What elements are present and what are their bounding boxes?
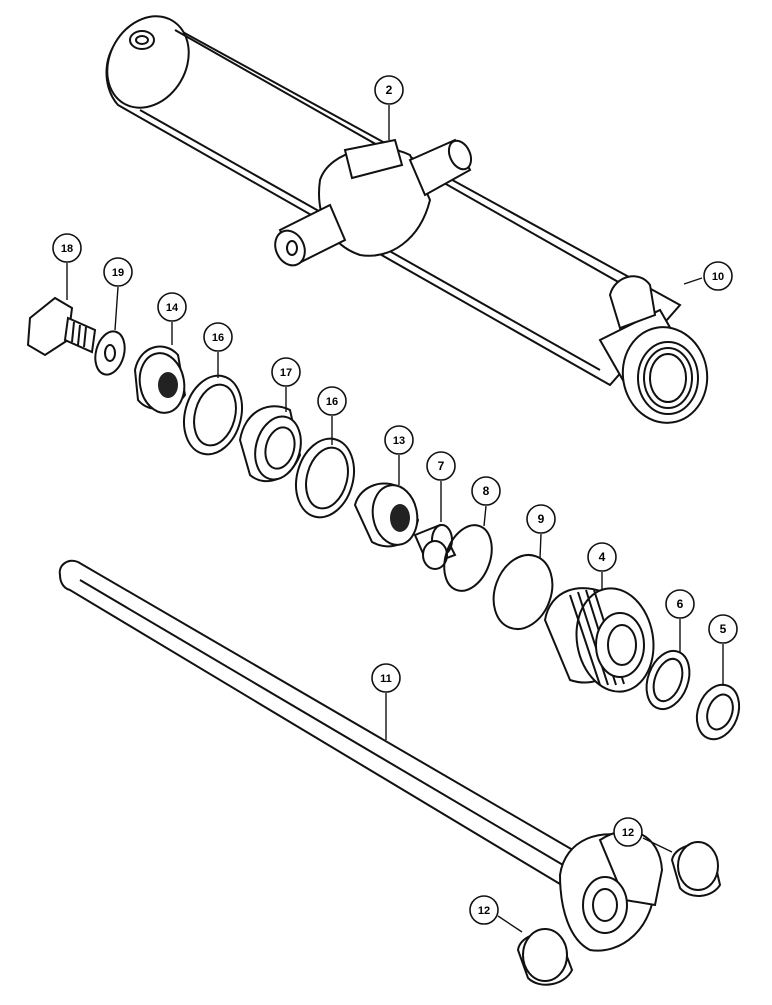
o-ring — [443, 524, 493, 592]
bolt — [26, 296, 97, 357]
callout-circle — [665, 589, 695, 619]
callout-number: 10 — [712, 271, 724, 283]
callout-circle — [469, 895, 499, 925]
callout-number: 18 — [61, 243, 73, 255]
callout-number: 5 — [720, 622, 727, 636]
callout-number: 9 — [538, 512, 545, 526]
callout-c17: 17 — [271, 357, 301, 412]
callout-number: 11 — [380, 673, 392, 685]
wiper — [695, 683, 741, 741]
callout-c16b: 16 — [317, 386, 347, 445]
rod-seal — [645, 649, 691, 711]
seal-16-left — [183, 374, 243, 456]
callout-circle — [384, 425, 414, 455]
callout-circle — [271, 357, 301, 387]
callout-c10: 10 — [683, 261, 733, 291]
callout-c8: 8 — [471, 476, 501, 527]
callout-leader — [683, 277, 703, 285]
callout-circle — [203, 322, 233, 352]
callout-circle — [157, 292, 187, 322]
callout-number: 12 — [478, 905, 490, 917]
callout-number: 16 — [212, 332, 224, 344]
eye-bushing-upper — [670, 841, 722, 897]
callout-c5: 5 — [708, 614, 738, 686]
callout-c9: 9 — [526, 504, 556, 559]
callout-c12a: 12 — [613, 817, 673, 853]
callout-number: 13 — [393, 435, 405, 447]
callout-leader — [642, 837, 673, 853]
callout-leader — [497, 915, 523, 933]
piston-rod — [58, 559, 664, 952]
callout-number: 4 — [599, 550, 606, 564]
callout-circle — [52, 233, 82, 263]
callout-c18: 18 — [52, 233, 82, 300]
callout-number: 7 — [438, 459, 445, 473]
callout-circle — [374, 75, 404, 105]
callout-circle — [371, 663, 401, 693]
callout-circle — [587, 542, 617, 572]
callout-circle — [526, 504, 556, 534]
callout-circle — [708, 614, 738, 644]
callout-number: 14 — [166, 302, 179, 314]
callout-number: 8 — [483, 484, 490, 498]
washer — [94, 330, 126, 376]
callout-circle — [426, 451, 456, 481]
spacer — [133, 345, 187, 414]
callout-c13: 13 — [384, 425, 414, 485]
seal-16-right — [295, 437, 355, 519]
wear-ring — [238, 405, 302, 483]
callout-leader — [539, 533, 542, 559]
callout-leader — [114, 286, 119, 331]
callout-c12b: 12 — [469, 895, 523, 933]
callout-number: 19 — [112, 267, 124, 279]
callout-number: 2 — [386, 83, 393, 97]
gland — [543, 587, 655, 693]
callout-circle — [317, 386, 347, 416]
callout-number: 6 — [677, 597, 684, 611]
callout-c14: 14 — [157, 292, 187, 345]
callout-c19: 19 — [103, 257, 133, 331]
cylinder-tube — [105, 15, 709, 424]
callout-number: 17 — [280, 367, 292, 379]
callout-number: 12 — [622, 827, 634, 839]
callout-group: 2 10 18 19 14 16 17 16 13 7 8 9 4 6 5 11 12 12 — [52, 75, 738, 933]
callout-circle — [703, 261, 733, 291]
callout-number: 16 — [326, 396, 338, 408]
callout-c4: 4 — [587, 542, 617, 590]
piston — [353, 482, 420, 548]
callout-circle — [103, 257, 133, 287]
callout-leader — [483, 505, 487, 527]
backup-ring — [492, 554, 554, 630]
callout-c6: 6 — [665, 589, 695, 652]
callout-c11: 11 — [371, 663, 401, 740]
callout-circle — [613, 817, 643, 847]
callout-circle — [471, 476, 501, 506]
callout-c7: 7 — [426, 451, 456, 522]
eye-bushing-lower — [516, 928, 574, 986]
callout-c16a: 16 — [203, 322, 233, 378]
callout-c2: 2 — [374, 75, 404, 140]
